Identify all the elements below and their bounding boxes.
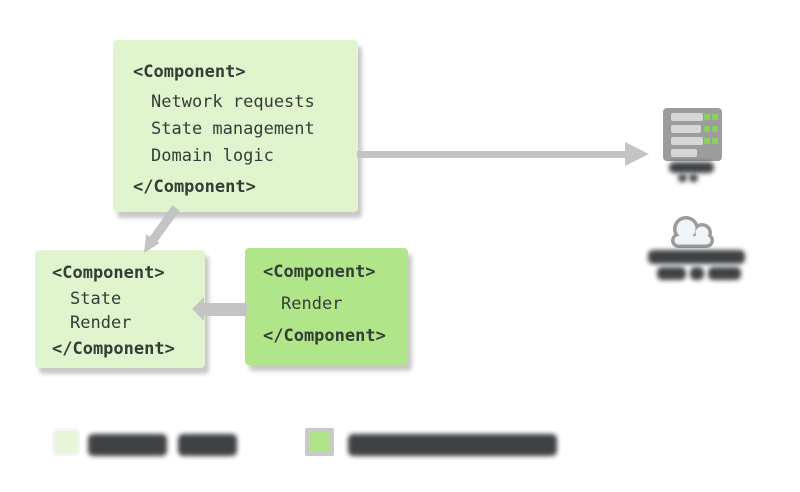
server-slot-bar (671, 149, 697, 157)
server-led (712, 114, 718, 120)
code-line-render: Render (281, 294, 343, 314)
server-led (704, 138, 710, 144)
code-line-network-requests: Network requests (151, 92, 315, 112)
server-caption-redacted (669, 162, 714, 173)
cloud-icon (671, 216, 714, 248)
connector-smart-to-mixed (144, 205, 180, 253)
code-line-domain-logic: Domain logic (151, 146, 274, 166)
code-line-state: State (70, 289, 122, 309)
legend-swatch-light-green (52, 428, 80, 456)
legend-label-2-redacted (348, 434, 557, 456)
code-close-tag: </Component> (133, 177, 256, 197)
server-slot-bar (671, 125, 701, 133)
arrowhead-right-icon (625, 142, 649, 166)
server-caption-redacted (678, 174, 687, 182)
cloud-caption-redacted (648, 250, 745, 264)
code-line-render: Render (70, 313, 132, 333)
arrowhead-downleft-icon (144, 234, 160, 253)
legend-swatch-dark-green (305, 428, 334, 456)
code-open-tag: <Component> (52, 263, 165, 283)
server-led (712, 138, 718, 144)
code-open-tag: <Component> (133, 62, 246, 82)
server-led (704, 114, 710, 120)
code-close-tag: </Component> (263, 326, 386, 346)
server-slot-bar (671, 137, 703, 145)
server-caption-redacted (689, 174, 698, 182)
connector-between-child-boxes (203, 303, 247, 316)
server-led (712, 126, 718, 132)
server-led (704, 126, 710, 132)
legend-label-1-redacted (88, 434, 167, 456)
code-open-tag: <Component> (263, 262, 376, 282)
cloud-caption-redacted (708, 267, 741, 280)
code-close-tag: </Component> (52, 339, 175, 359)
arrowhead-left-icon (192, 297, 204, 321)
code-line-state-management: State management (151, 119, 315, 139)
legend-label-1-redacted (178, 434, 237, 456)
server-icon (663, 108, 722, 161)
server-slot-bar (671, 113, 703, 121)
presentational-component-box: <Component> Render </Component> (245, 248, 408, 365)
smart-component-box: <Component> Network requests State manag… (113, 40, 358, 212)
connector-to-server (357, 151, 625, 158)
mixed-component-box: <Component> State Render </Component> (35, 250, 205, 368)
cloud-caption-redacted (657, 267, 686, 280)
cloud-caption-redacted (690, 267, 704, 280)
